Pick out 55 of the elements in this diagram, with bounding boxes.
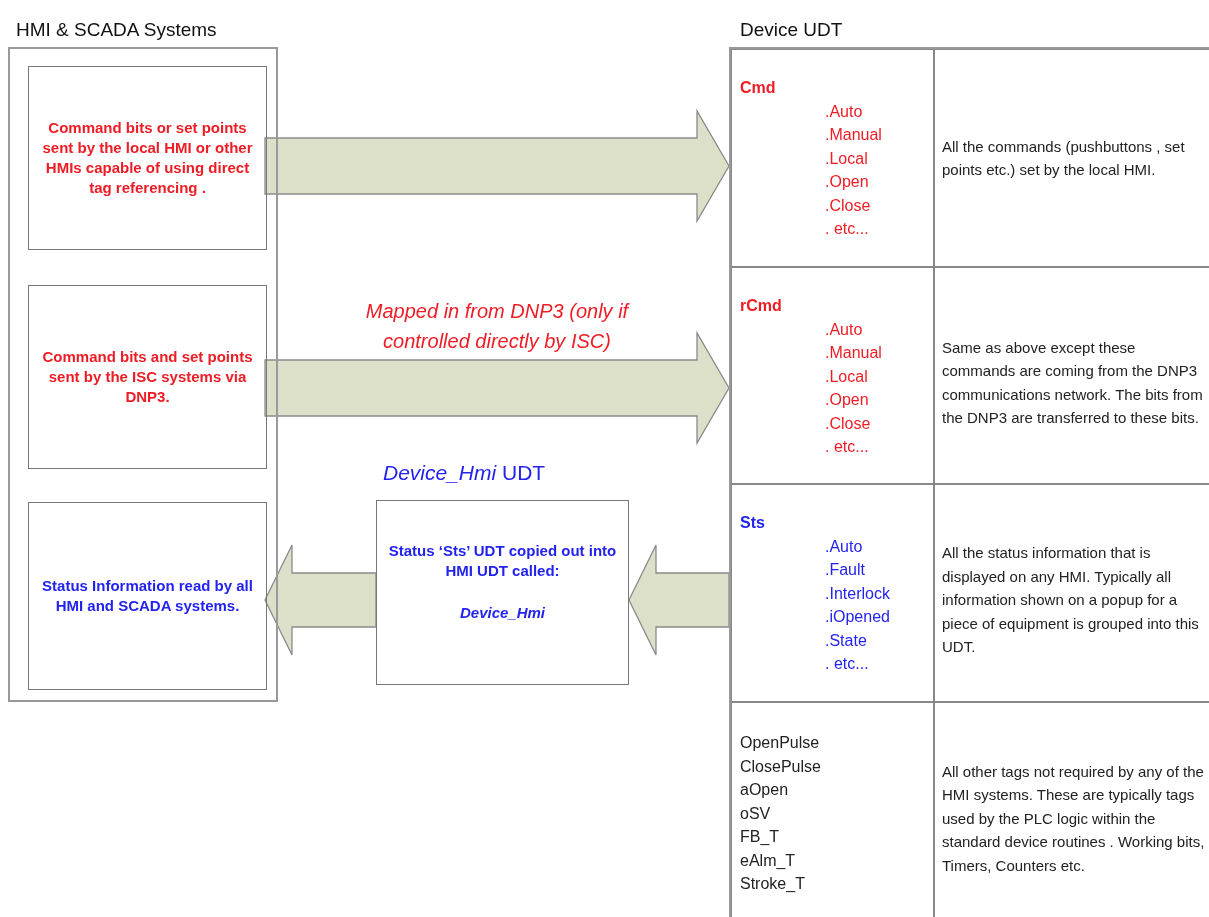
block-arrow — [264, 330, 730, 446]
cell-text: Same as above except these commands are coming from the DNP3 communications network. The bits from the DNP3 are transferred to these bits. — [942, 337, 1204, 428]
tag-name: aOpen — [740, 780, 789, 800]
tag-member: .Interlock — [825, 583, 890, 604]
tag-name: eAlm_T — [740, 850, 796, 871]
box-text: Command bits and set points sent by the ISC systems via DNP3. — [41, 347, 254, 407]
tag-member: .Close — [825, 413, 871, 434]
table-cell — [934, 267, 1209, 484]
tag-member: .iOpened — [825, 607, 890, 627]
info-box — [28, 285, 267, 469]
table-cell — [731, 49, 934, 267]
cell-text: All the commands (pushbuttons , set points etc.) set by the local HMI. — [942, 136, 1186, 180]
tag-member: .Local — [825, 148, 868, 169]
table-cell — [934, 484, 1209, 702]
table-cell — [731, 484, 934, 702]
tag-name: ClosePulse — [740, 756, 821, 777]
table-cell — [934, 49, 1209, 267]
tag-name: Cmd — [740, 78, 776, 98]
cell-text: All the status information that is displayed on any HMI. Typically all information shown on a popup for a piece of equipment is grouped into this UDT. — [942, 543, 1200, 658]
tag-name: OpenPulse — [740, 733, 820, 753]
table-cell — [731, 702, 934, 917]
box-text: Status ‘Sts’ UDT copied out into HMI UDT called: — [387, 540, 618, 581]
tag-name: Stroke_T — [740, 874, 805, 894]
tag-member: . etc... — [825, 219, 869, 239]
tag-member: . etc... — [825, 437, 869, 457]
tag-member: .Auto — [825, 319, 863, 340]
group-heading: HMI & SCADA Systems — [16, 19, 217, 41]
tag-member: .Auto — [825, 101, 863, 122]
box-heading: Device_Hmi UDT — [383, 461, 546, 485]
tag-name: FB_T — [740, 827, 780, 847]
block-arrow — [628, 544, 730, 656]
tag-member: .Close — [825, 195, 871, 216]
info-box — [28, 66, 267, 250]
box-text: Command bits or set points sent by the local HMI or other HMIs capable of using direct tag referencing . — [41, 118, 254, 198]
tag-name: rCmd — [740, 296, 782, 316]
tag-member: .Auto — [825, 536, 863, 557]
tag-member: .State — [825, 630, 867, 651]
info-box — [28, 502, 267, 690]
block-arrow — [264, 544, 377, 656]
tag-member: .Open — [825, 390, 869, 410]
box-text: Status Information read by all HMI and SCADA systems. — [41, 576, 254, 616]
tag-member: . etc... — [825, 654, 869, 674]
tag-member: .Fault — [825, 560, 865, 580]
cell-text: All other tags not required by any of the HMI systems. These are typically tags used by the PLC logic within the standard device routines . Working bits, Timers, Counters etc. — [942, 761, 1206, 876]
table-cell — [934, 702, 1209, 917]
group-heading: Device UDT — [740, 19, 843, 41]
tag-member: .Manual — [825, 343, 882, 363]
box-text: Device_Hmi — [458, 602, 547, 623]
tag-member: .Open — [825, 172, 869, 192]
tag-member: .Manual — [825, 125, 882, 145]
tag-name: oSV — [740, 803, 771, 824]
table-cell — [731, 267, 934, 484]
tag-member: .Local — [825, 366, 868, 387]
block-arrow — [264, 108, 730, 224]
tag-name: Sts — [740, 513, 765, 533]
